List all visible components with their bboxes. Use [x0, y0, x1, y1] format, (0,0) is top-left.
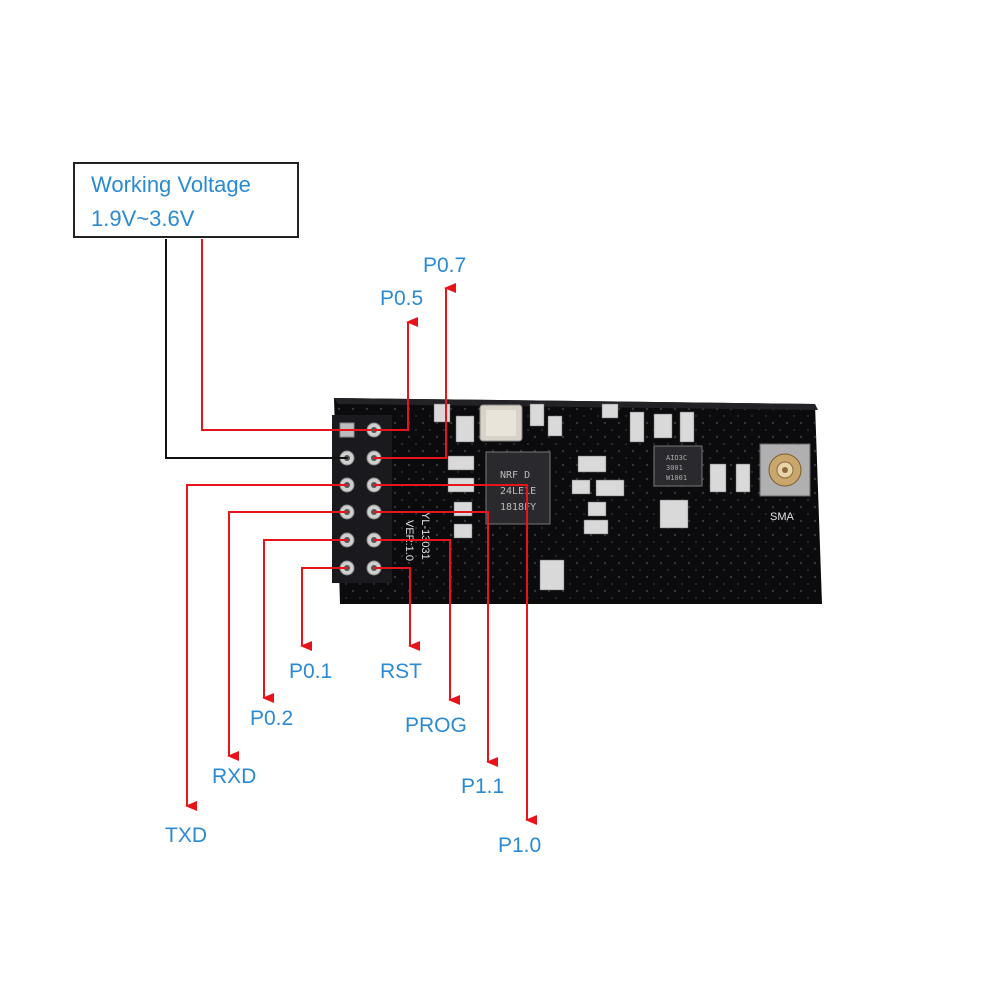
chip-line-2: 24LE1E — [500, 486, 536, 497]
passive-components — [433, 403, 751, 591]
arrow-p10 — [374, 484, 537, 825]
chip-line-1: NRF D — [500, 470, 530, 481]
main-chip-nrf24le1: NRF D 24LE1E 1818FY — [485, 451, 551, 525]
board-silk-id: YL-13031 — [419, 512, 431, 560]
arrow-rxd — [227, 511, 347, 761]
label-rxd: RXD — [212, 765, 257, 788]
rf-amplifier-chip: AIO3C 3001 W1001 — [653, 445, 703, 487]
label-rst: RST — [380, 660, 422, 683]
pin-header — [332, 415, 392, 583]
label-p01: P0.1 — [289, 660, 333, 683]
arrow-p07 — [374, 283, 456, 459]
vcc-wire — [201, 239, 372, 431]
label-txd: TXD — [165, 824, 207, 847]
label-p07: P0.7 — [423, 254, 467, 277]
arrow-txd — [185, 484, 347, 811]
arrow-p02 — [262, 539, 347, 703]
label-p10: P1.0 — [498, 834, 542, 857]
crystal-oscillator — [479, 404, 523, 442]
arrow-p11 — [374, 511, 498, 767]
sma-label: SMA — [770, 511, 795, 523]
chip-line-3: 1818FY — [500, 502, 536, 513]
sma-connector: SMA — [759, 443, 811, 523]
label-prog: PROG — [405, 714, 467, 737]
working-voltage-range: 1.9V~3.6V — [91, 206, 195, 231]
label-p05: P0.5 — [380, 287, 424, 310]
small-chip-line-3: W1001 — [666, 474, 687, 482]
arrow-p01 — [300, 567, 347, 651]
small-chip-line-2: 3001 — [666, 464, 683, 472]
label-p02: P0.2 — [250, 707, 294, 730]
pin-arrows — [185, 239, 537, 825]
arrow-p05 — [374, 317, 418, 431]
arrow-prog — [374, 539, 460, 705]
working-voltage-box: Working Voltage 1.9V~3.6V — [73, 162, 299, 238]
label-p11: P1.1 — [461, 775, 505, 798]
arrow-rst — [374, 567, 420, 651]
small-chip-line-1: AIO3C — [666, 454, 687, 462]
working-voltage-title: Working Voltage — [91, 172, 251, 197]
gnd-wire — [165, 239, 348, 459]
